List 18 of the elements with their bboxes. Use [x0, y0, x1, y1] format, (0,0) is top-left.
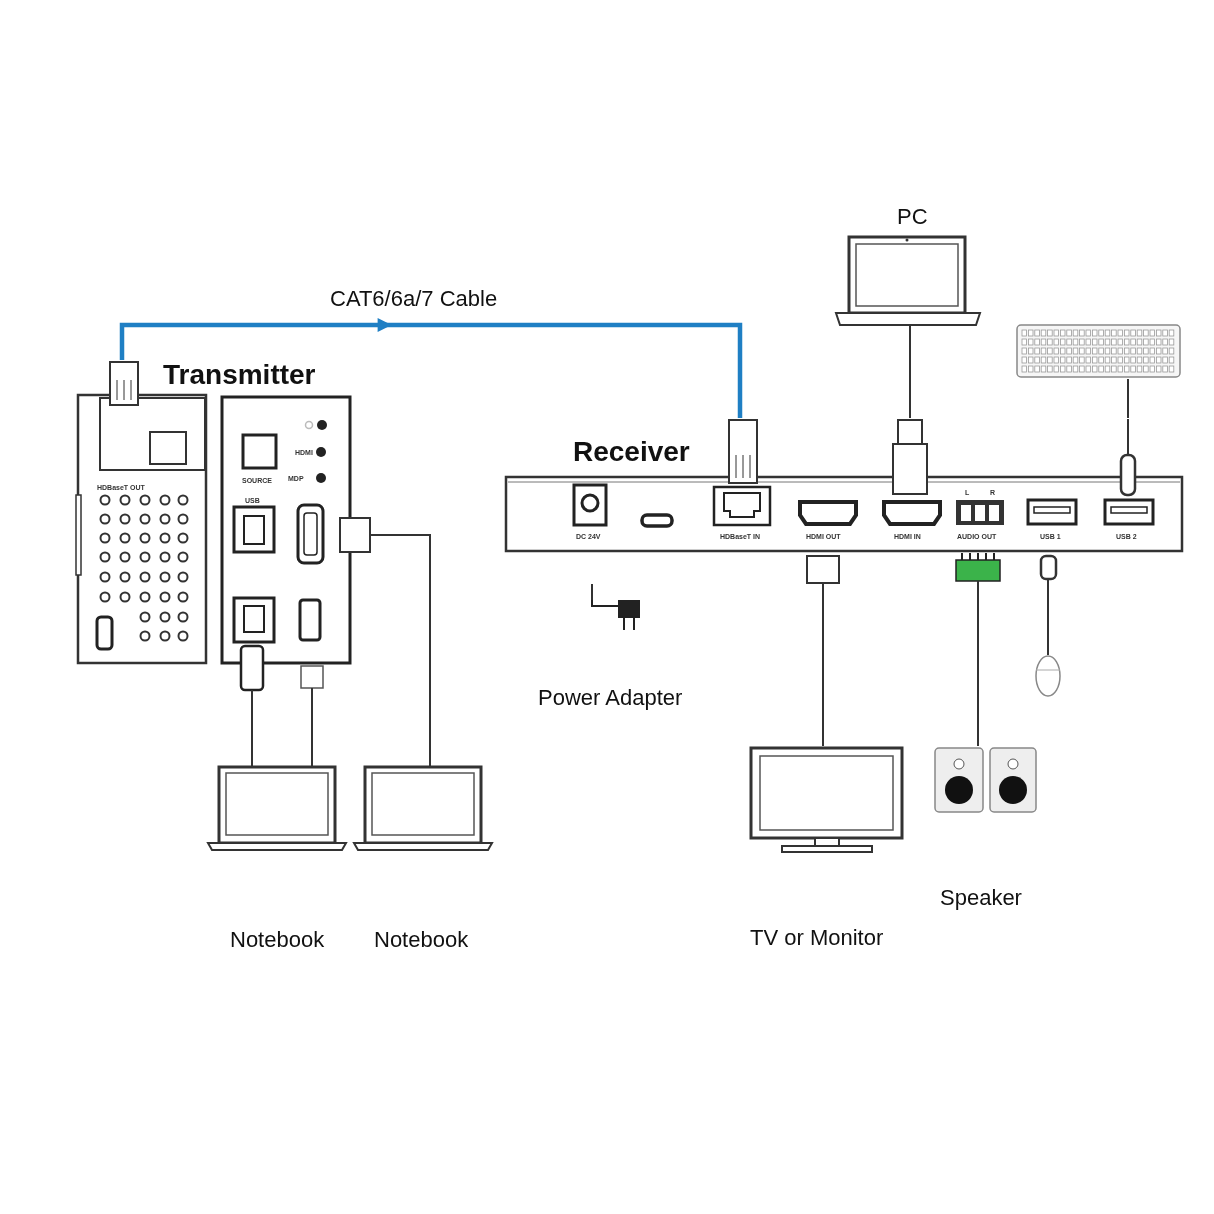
device-label: Power Adapter	[538, 686, 683, 711]
device-label: Notebook	[374, 928, 469, 953]
cable-line	[311, 691, 313, 768]
cable-line	[822, 583, 824, 747]
cable-line	[1047, 583, 1049, 656]
cable-line	[591, 583, 593, 601]
cable-line	[371, 534, 431, 768]
device-label: Notebook	[230, 928, 325, 953]
cable-line	[1127, 378, 1129, 419]
device-label: PC	[897, 205, 928, 230]
device-heading: Receiver	[573, 437, 690, 468]
cable-line	[909, 325, 911, 419]
device-label: Speaker	[940, 886, 1022, 911]
cable-line	[251, 691, 253, 768]
device-heading: Transmitter	[163, 360, 316, 391]
cable-line	[977, 583, 979, 747]
device-label: TV or Monitor	[750, 926, 884, 951]
cable-line	[119, 318, 743, 418]
